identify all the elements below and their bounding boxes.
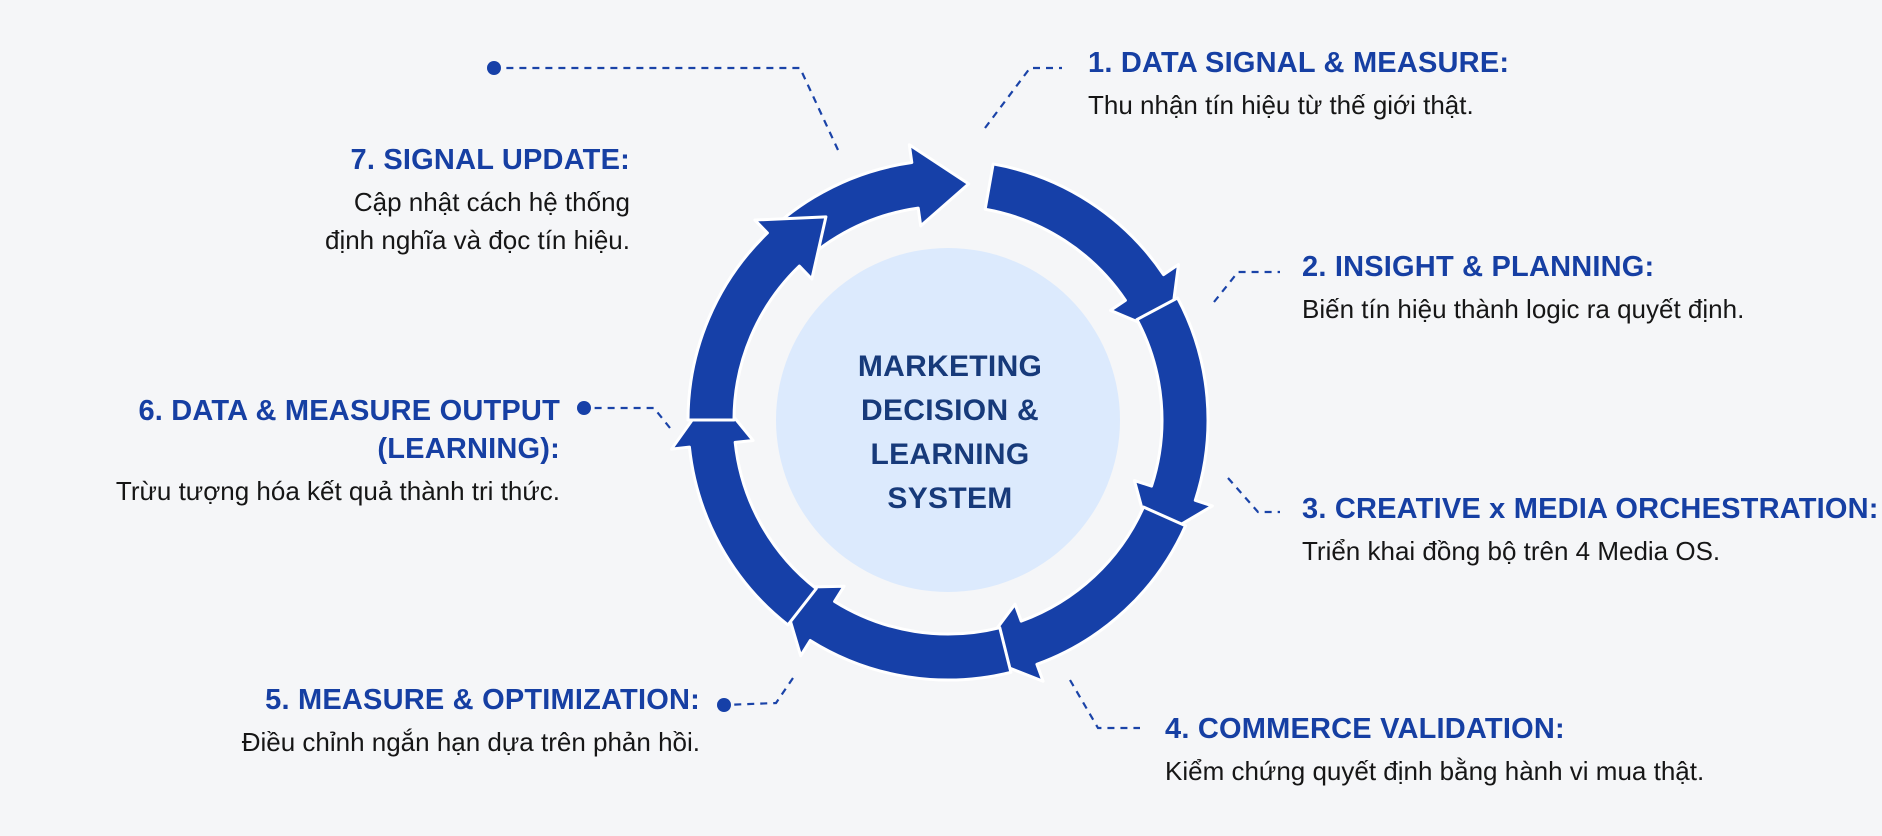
step-2: 2. INSIGHT & PLANNING: Biến tín hiệu thà…	[1302, 248, 1862, 328]
step-4-title: 4. COMMERCE VALIDATION:	[1165, 713, 1565, 745]
step-1: 1. DATA SIGNAL & MEASURE: Thu nhận tín h…	[1088, 44, 1708, 124]
step-3: 3. CREATIVE x MEDIA ORCHESTRATION: Triển…	[1302, 490, 1882, 570]
connector-7	[494, 66, 839, 151]
connector-2	[1213, 270, 1280, 303]
connector-5	[723, 677, 794, 707]
step-4-desc: Kiểm chứng quyết định bằng hành vi mua t…	[1165, 756, 1705, 786]
connector-dot-7	[487, 61, 501, 75]
connector-6	[588, 406, 671, 429]
step-6: 6. DATA & MEASURE OUTPUT (LEARNING): Trừ…	[20, 392, 560, 510]
cycle-arrow-7	[686, 215, 828, 422]
step-4: 4. COMMERCE VALIDATION: Kiểm chứng quyết…	[1165, 710, 1805, 790]
connector-3	[1227, 477, 1280, 514]
connector-dot-6	[577, 401, 591, 415]
step-7-desc: Cập nhật cách hệ thống định nghĩa và đọc…	[324, 187, 630, 255]
center-title: MARKETING DECISION & LEARNING SYSTEM	[857, 350, 1043, 515]
cycle-ring	[670, 143, 1214, 683]
step-6-desc: Trừu tượng hóa kết quả thành tri thức.	[115, 476, 560, 506]
step-6-title: 6. DATA & MEASURE OUTPUT (LEARNING):	[138, 395, 560, 465]
step-5-desc: Điều chỉnh ngắn hạn dựa trên phản hồi.	[241, 727, 700, 757]
center-circle	[776, 248, 1120, 592]
step-1-desc: Thu nhận tín hiệu từ thế giới thật.	[1088, 90, 1474, 120]
connector-4	[1069, 679, 1140, 730]
connector-lines	[494, 66, 1280, 730]
step-1-title: 1. DATA SIGNAL & MEASURE:	[1088, 47, 1510, 79]
cycle-arrow-3	[1132, 296, 1214, 544]
cycle-arrow-5	[778, 584, 1013, 682]
step-7: 7. SIGNAL UPDATE: Cập nhật cách hệ thống…	[170, 141, 630, 259]
step-5: 5. MEASURE & OPTIMIZATION: Điều chỉnh ng…	[150, 681, 700, 761]
step-2-desc: Biến tín hiệu thành logic ra quyết định.	[1302, 294, 1745, 324]
step-3-desc: Triển khai đồng bộ trên 4 Media OS.	[1302, 536, 1721, 566]
connector-dot-5	[717, 698, 731, 712]
step-2-title: 2. INSIGHT & PLANNING:	[1302, 251, 1655, 283]
connector-dots	[487, 61, 731, 712]
step-5-title: 5. MEASURE & OPTIMIZATION:	[265, 684, 700, 716]
step-7-title: 7. SIGNAL UPDATE:	[350, 144, 630, 176]
step-3-title: 3. CREATIVE x MEDIA ORCHESTRATION:	[1302, 493, 1879, 525]
connector-1	[984, 66, 1062, 129]
